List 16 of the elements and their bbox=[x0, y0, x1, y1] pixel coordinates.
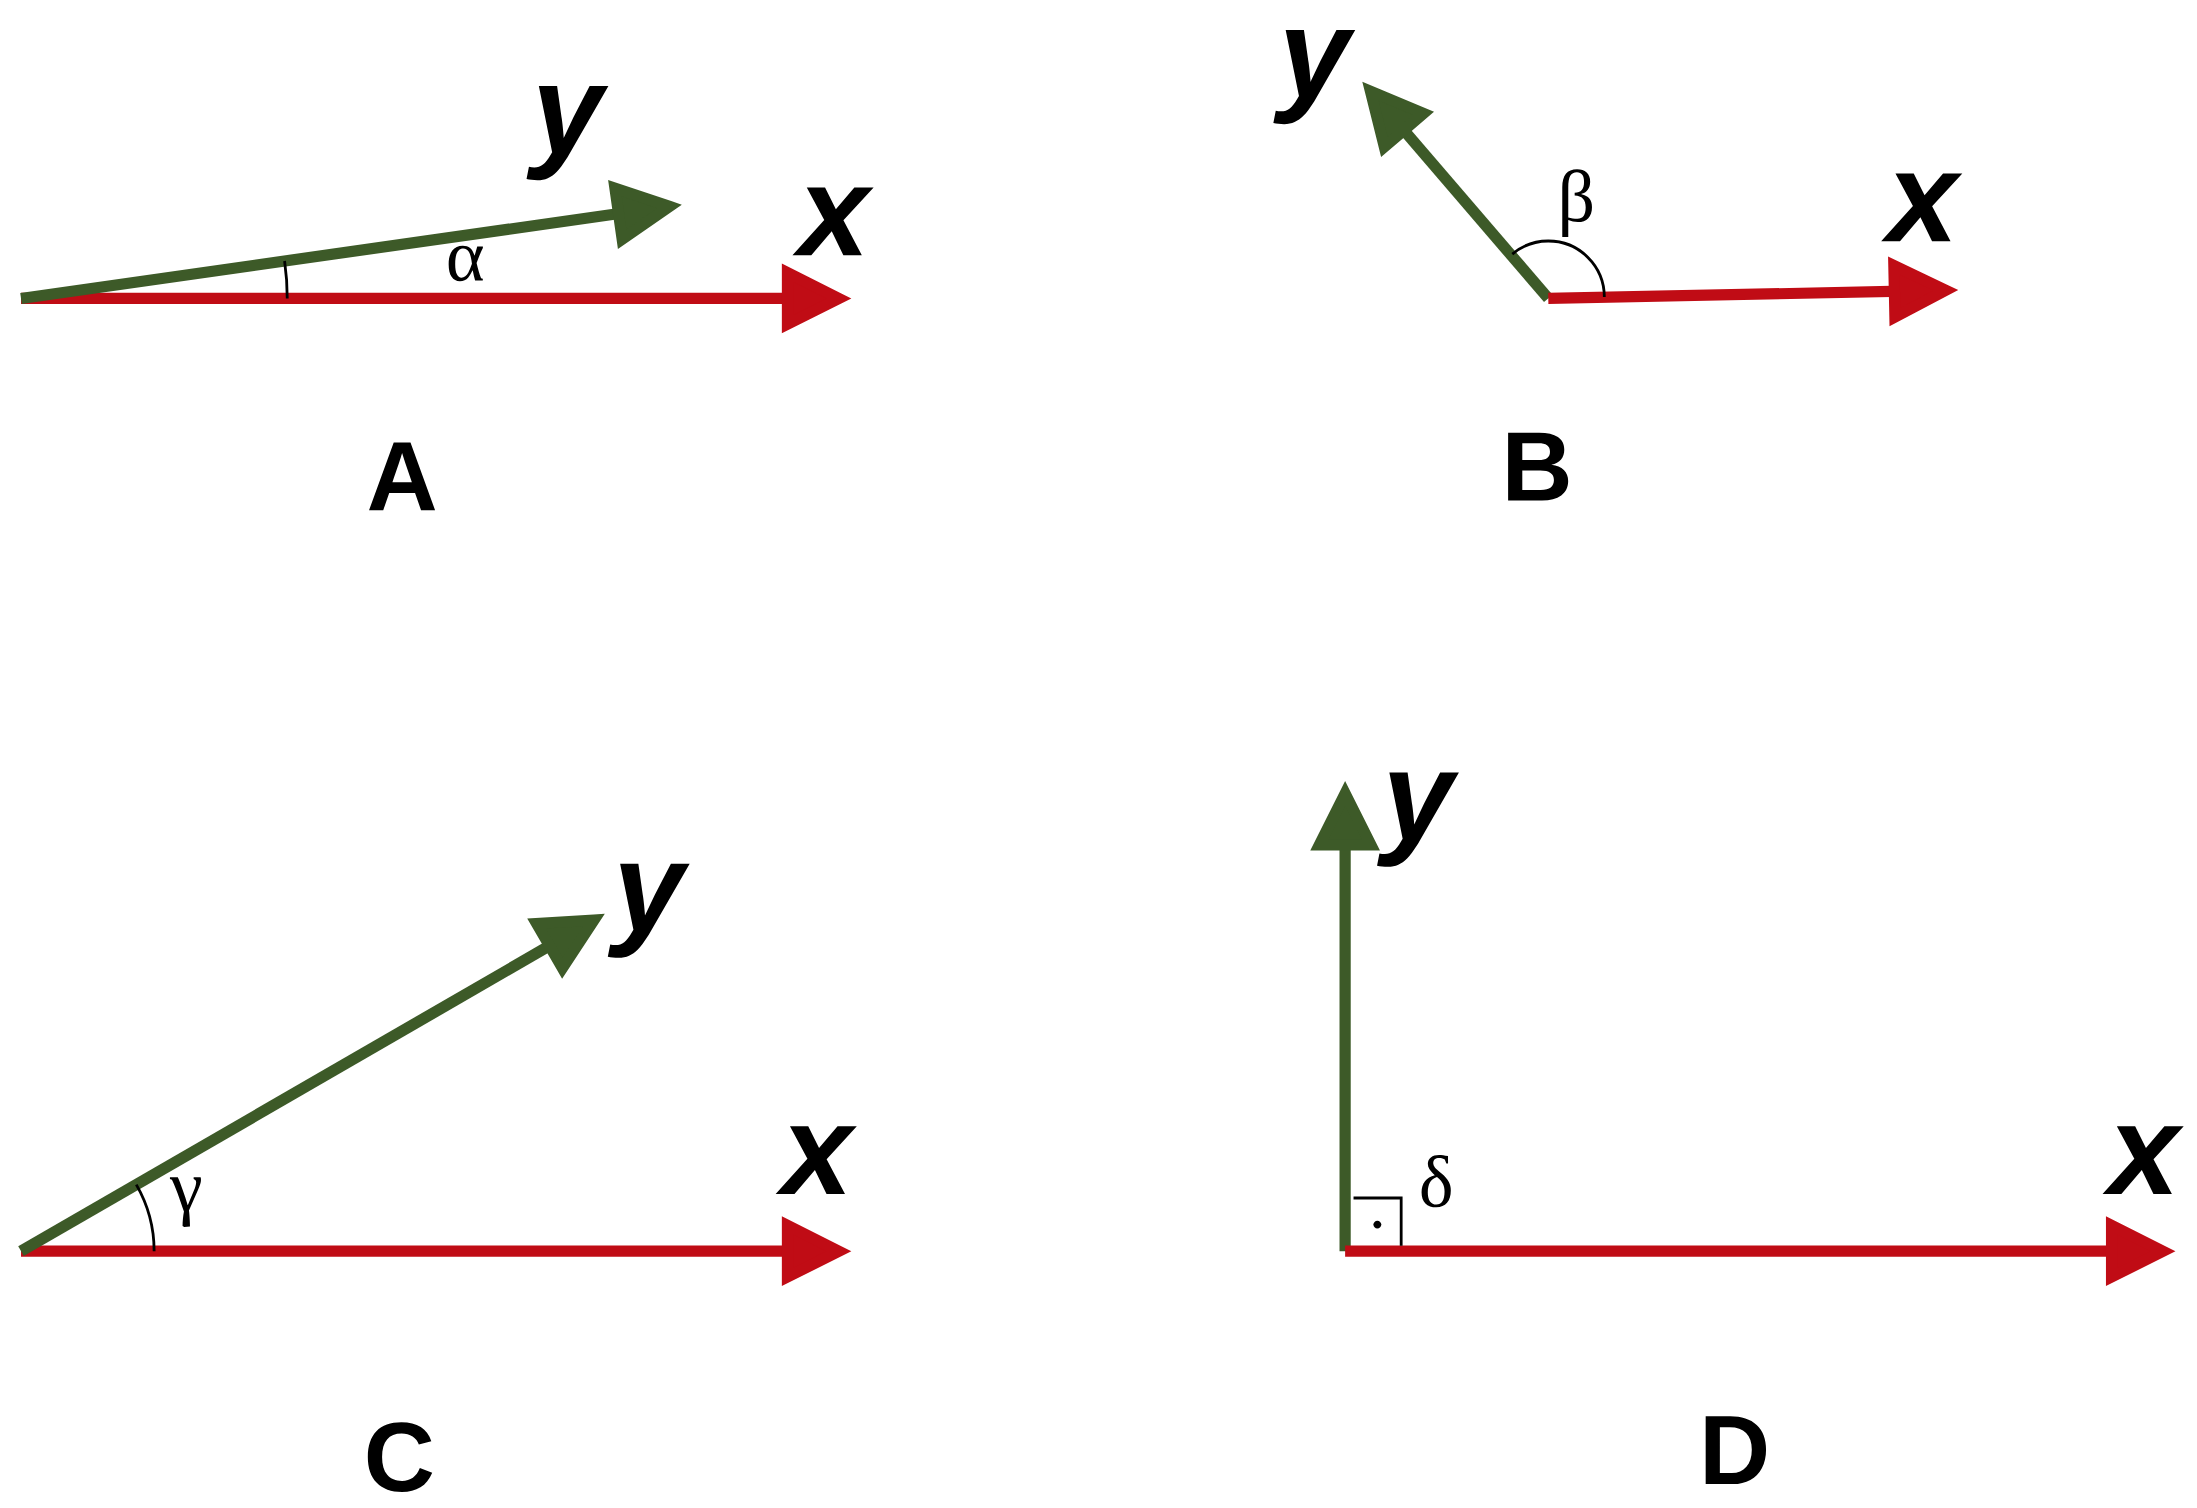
axis-label: x bbox=[792, 187, 874, 256]
axis-label: y bbox=[1273, 30, 1356, 125]
axis-label: x bbox=[1881, 173, 1963, 242]
axis-label: y bbox=[607, 863, 690, 958]
panel-label: A bbox=[369, 442, 436, 511]
angle-label: α bbox=[448, 245, 483, 282]
panel-label: C bbox=[367, 1422, 433, 1493]
axis-label: x bbox=[775, 1126, 857, 1195]
angle-label: β bbox=[1562, 169, 1592, 238]
axis-label: y bbox=[526, 86, 609, 181]
angle-label: γ bbox=[169, 1177, 201, 1228]
axis-label: x bbox=[2102, 1126, 2184, 1195]
axis-label: y bbox=[1377, 772, 1459, 867]
panel-label: B bbox=[1508, 432, 1569, 501]
panel-label: D bbox=[1705, 1416, 1767, 1485]
angle-label: δ bbox=[1421, 1155, 1451, 1208]
